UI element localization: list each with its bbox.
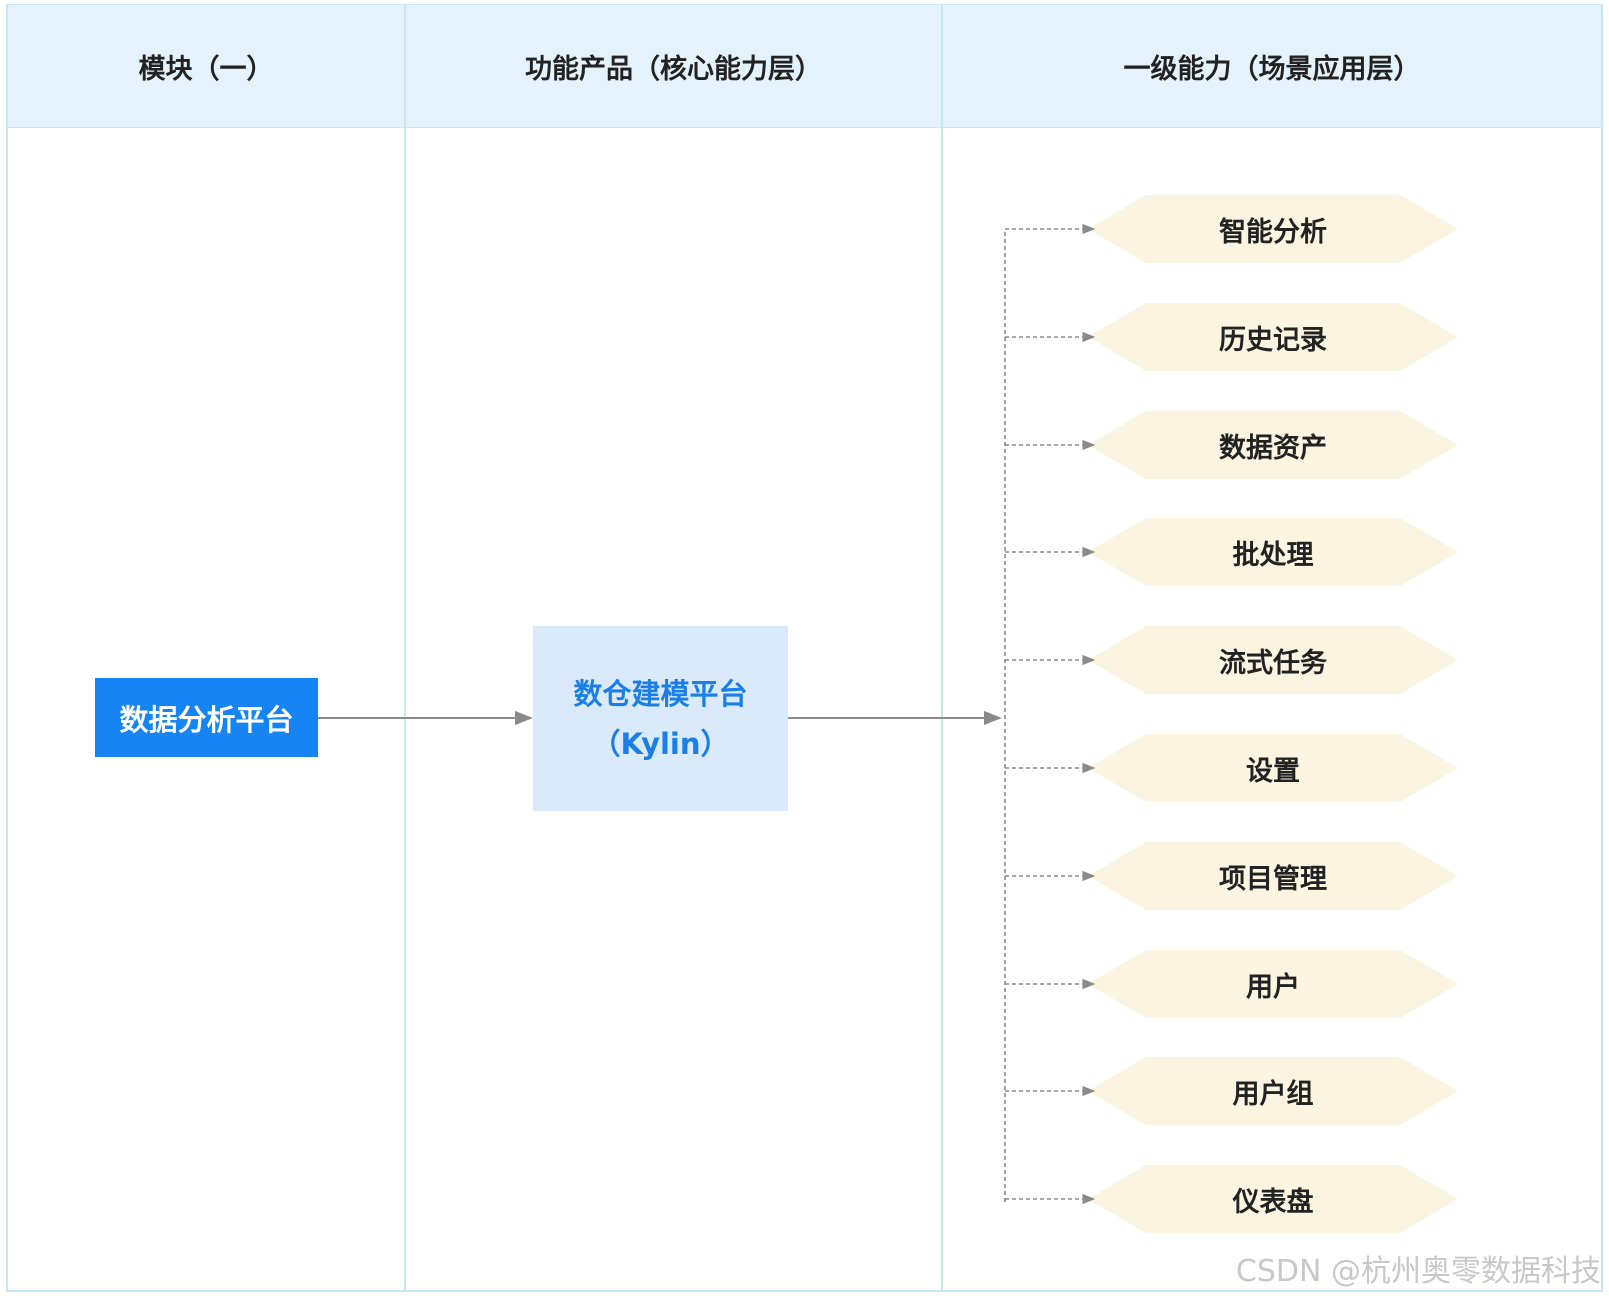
capability-shape	[1088, 303, 1458, 371]
capability-shape	[1088, 411, 1458, 479]
capability-shape	[1088, 1165, 1458, 1233]
capability-item[interactable]: 智能分析	[1219, 216, 1327, 248]
watermark: CSDN @杭州奥零数据科技	[1235, 1254, 1601, 1289]
header-capability: 一级能力（场景应用层）	[943, 5, 1601, 127]
capability-item[interactable]: 项目管理	[1219, 863, 1327, 895]
capability-branches	[1005, 223, 1096, 1205]
module-node[interactable]: 数据分析平台	[95, 678, 318, 757]
capability-shapes	[1088, 195, 1458, 1233]
product-subtitle: （Kylin）	[591, 726, 730, 761]
capability-item[interactable]: 用户	[1246, 971, 1300, 1003]
capability-shape	[1088, 518, 1458, 586]
capability-item[interactable]: 仪表盘	[1232, 1186, 1314, 1218]
connectors	[318, 223, 1096, 1205]
capability-item[interactable]: 历史记录	[1219, 324, 1327, 356]
product-node[interactable]: 数仓建模平台 （Kylin）	[533, 626, 788, 811]
header-product: 功能产品（核心能力层）	[406, 5, 941, 127]
capability-item[interactable]: 流式任务	[1219, 647, 1327, 679]
capability-item[interactable]: 批处理	[1232, 539, 1314, 571]
capability-item[interactable]: 用户组	[1232, 1078, 1314, 1110]
capability-item[interactable]: 设置	[1246, 755, 1300, 787]
product-name: 数仓建模平台	[573, 676, 748, 711]
capability-shape	[1088, 950, 1458, 1018]
capability-item[interactable]: 数据资产	[1219, 432, 1327, 464]
header-module: 模块（一）	[8, 5, 404, 127]
capability-shape	[1088, 626, 1458, 694]
capability-shape	[1088, 734, 1458, 802]
capability-shape	[1088, 195, 1458, 263]
capability-shape	[1088, 842, 1458, 910]
module-label: 数据分析平台	[119, 702, 294, 737]
capability-shape	[1088, 1057, 1458, 1125]
